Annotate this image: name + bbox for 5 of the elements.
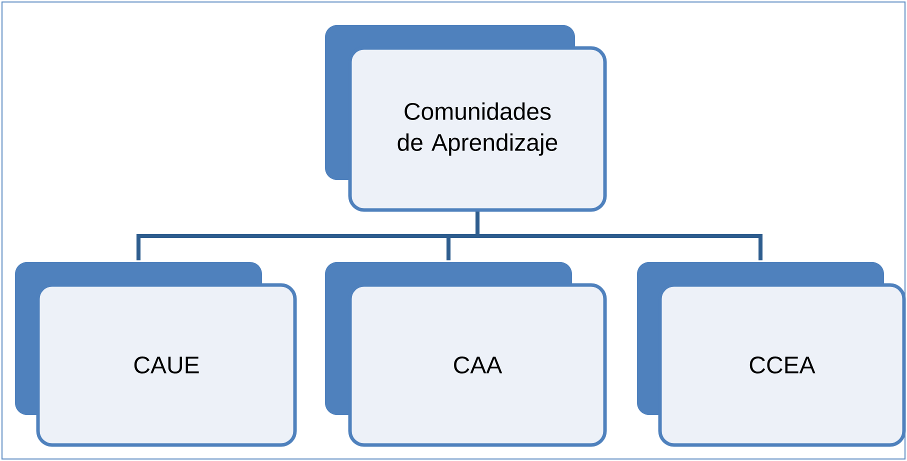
connector xyxy=(476,212,762,260)
process-box: CAA xyxy=(348,283,607,447)
process-box: Comunidades de Aprendizaje xyxy=(348,46,607,212)
process-box: CCEA xyxy=(658,283,906,447)
process-box: CAUE xyxy=(36,283,297,447)
